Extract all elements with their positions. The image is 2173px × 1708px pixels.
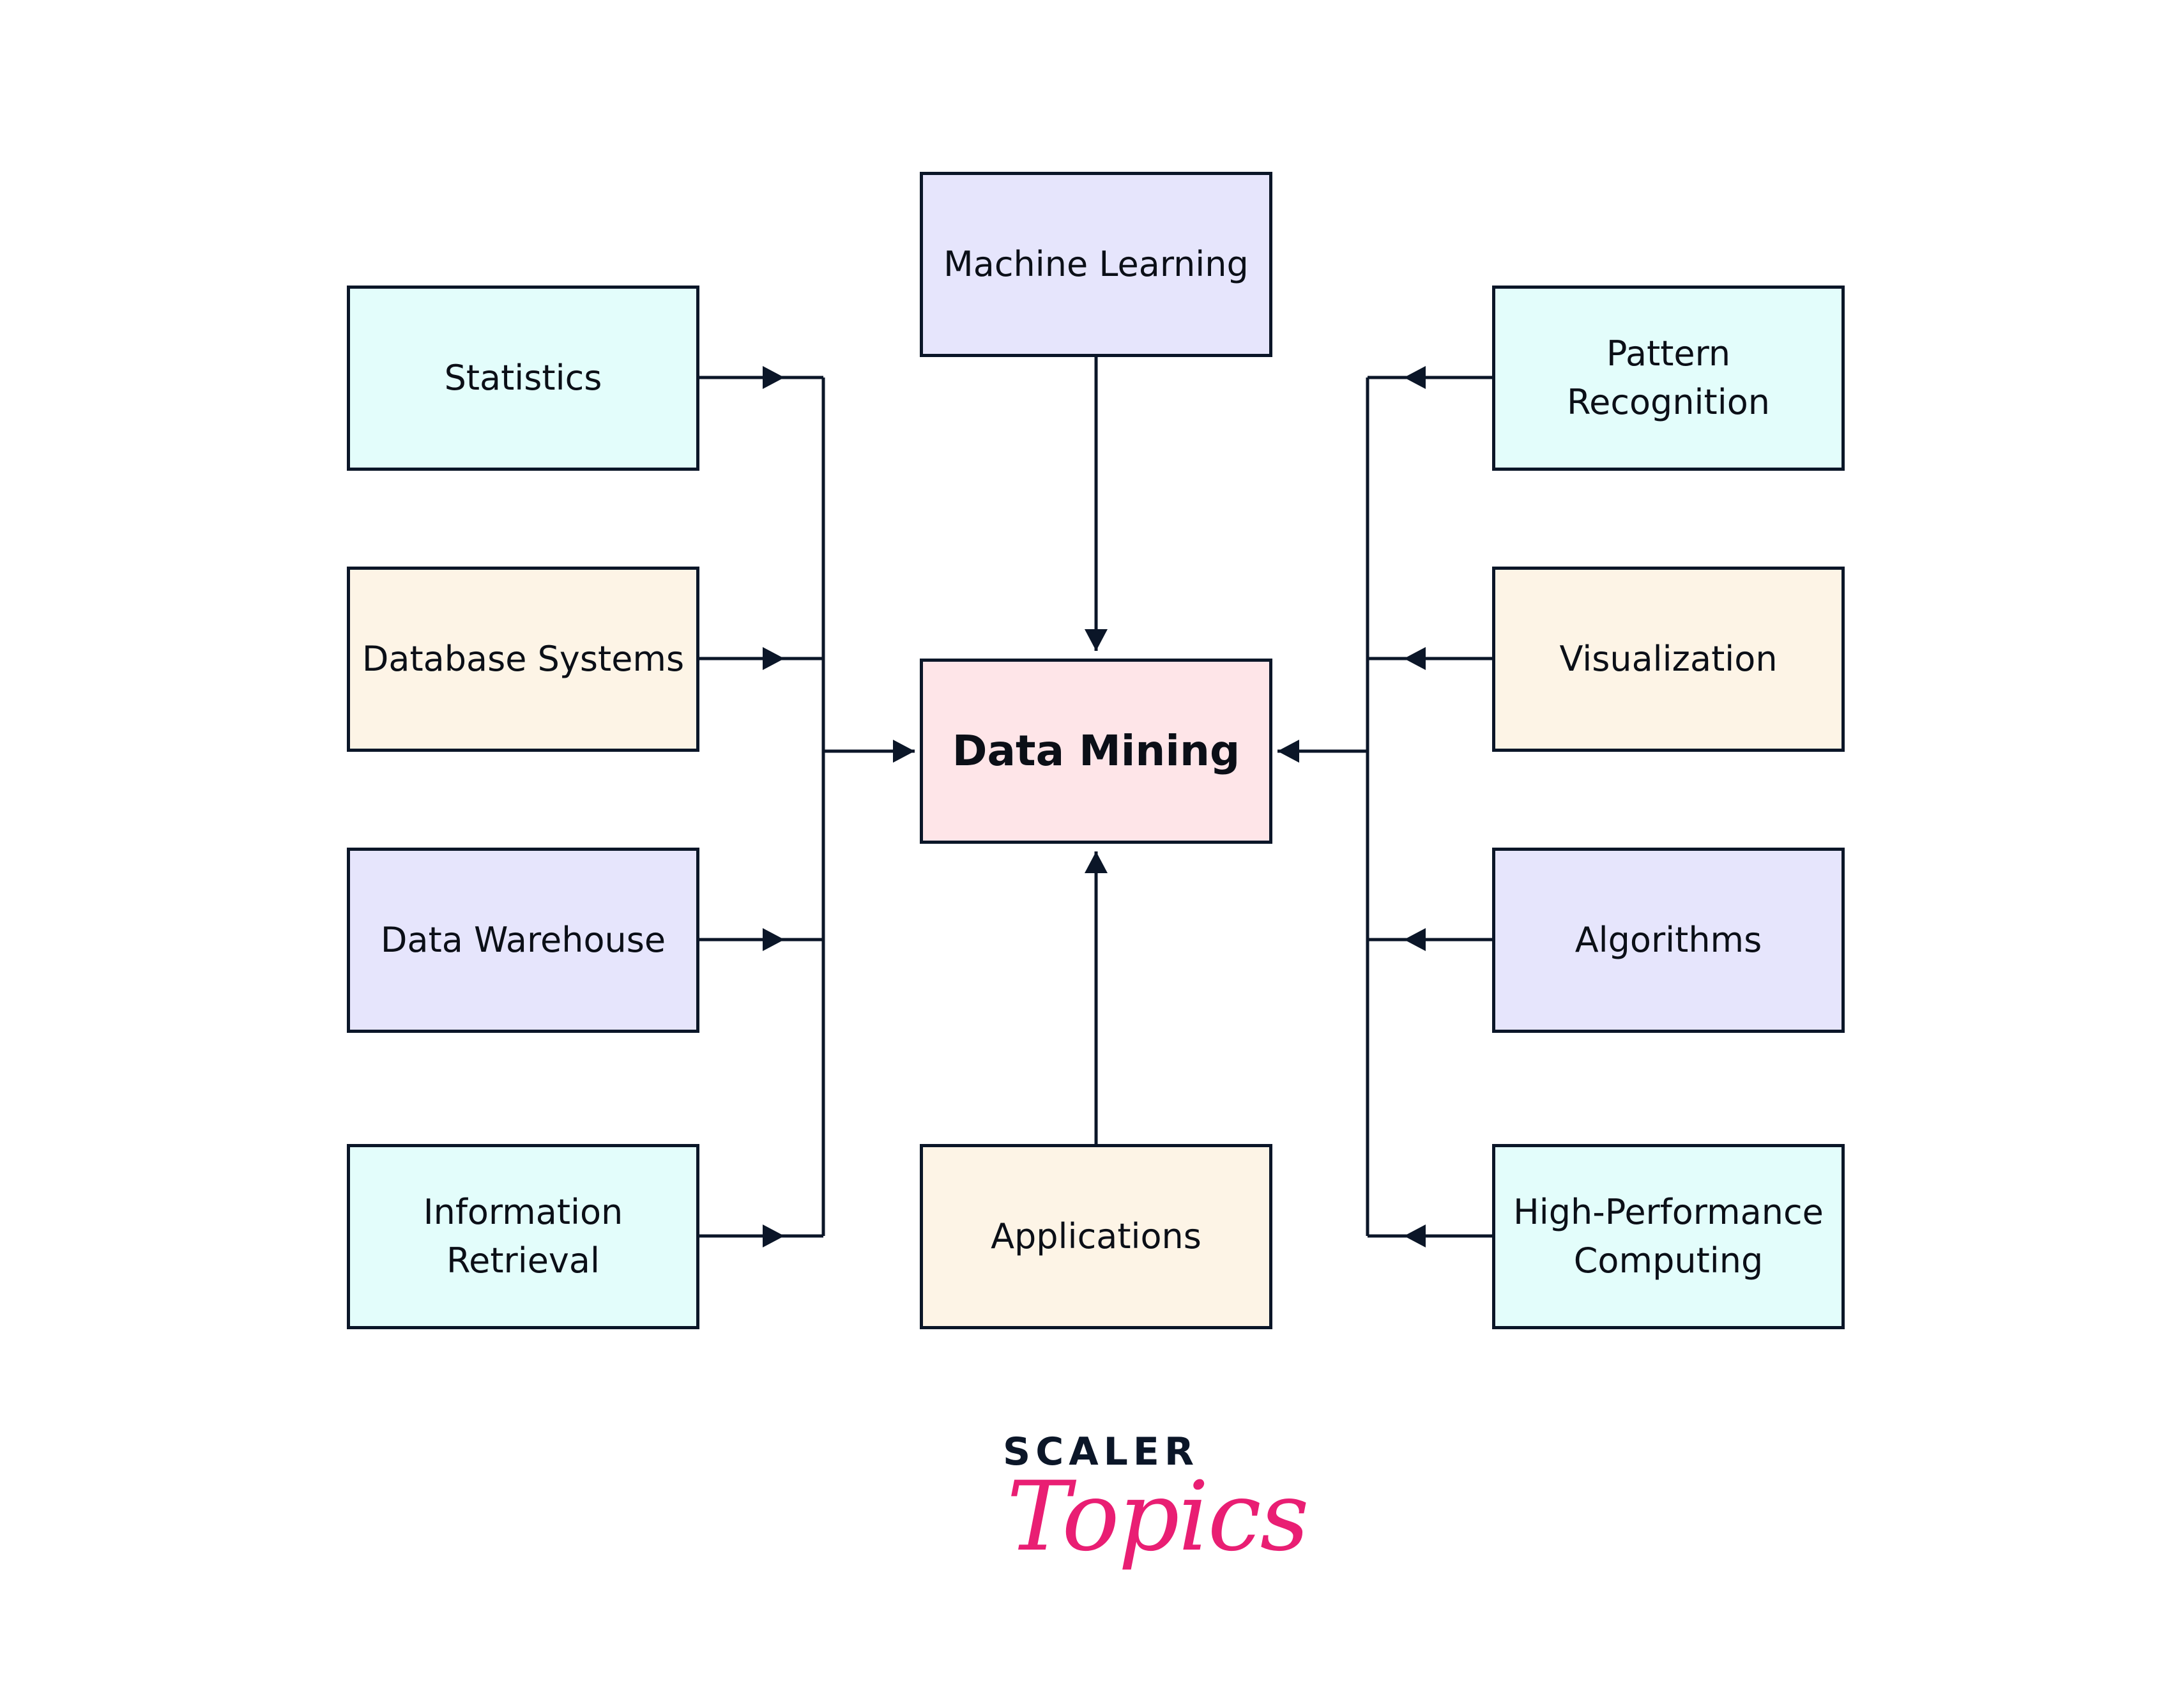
arrowhead-right-center	[1277, 740, 1299, 763]
arrowhead-right-3	[1404, 1224, 1426, 1247]
arrowhead-left-center	[893, 740, 915, 763]
node-pattern-recognition: Pattern Recognition	[1492, 286, 1845, 471]
arrowhead-left-1	[763, 647, 784, 670]
node-high-performance-computing: High-Performance Computing	[1492, 1144, 1845, 1329]
arrowhead-right-0	[1404, 366, 1426, 389]
node-label: High-Performance Computing	[1513, 1192, 1824, 1281]
node-statistics: Statistics	[347, 286, 699, 471]
node-label: Machine Learning	[943, 244, 1249, 285]
node-data-mining: Data Mining	[920, 659, 1272, 844]
node-machine-learning: Machine Learning	[920, 172, 1272, 357]
node-information-retrieval: Information Retrieval	[347, 1144, 699, 1329]
node-applications: Applications	[920, 1144, 1272, 1329]
node-database-systems: Database Systems	[347, 567, 699, 752]
arrowhead-bottom-center	[1085, 851, 1108, 873]
node-algorithms: Algorithms	[1492, 848, 1845, 1033]
node-visualization: Visualization	[1492, 567, 1845, 752]
arrowhead-top-center	[1085, 629, 1108, 651]
logo-topics-text: Topics	[1007, 1461, 1309, 1573]
node-label: Applications	[991, 1216, 1201, 1257]
node-label: Information Retrieval	[423, 1192, 623, 1281]
arrowhead-left-2	[763, 928, 784, 951]
node-label: Visualization	[1559, 639, 1778, 680]
scaler-topics-logo: SCALER Topics	[971, 1424, 1309, 1590]
arrowhead-right-2	[1404, 928, 1426, 951]
arrowhead-left-0	[763, 366, 784, 389]
logo-scaler-text: SCALER	[1003, 1430, 1200, 1474]
node-label: Pattern Recognition	[1567, 333, 1770, 422]
node-label: Database Systems	[362, 639, 685, 680]
node-label: Algorithms	[1574, 920, 1762, 961]
arrowhead-left-3	[763, 1224, 784, 1247]
node-data-warehouse: Data Warehouse	[347, 848, 699, 1033]
arrowhead-right-1	[1404, 647, 1426, 670]
node-label: Data Warehouse	[380, 920, 666, 961]
node-label: Statistics	[444, 358, 602, 399]
node-label: Data Mining	[952, 726, 1240, 775]
